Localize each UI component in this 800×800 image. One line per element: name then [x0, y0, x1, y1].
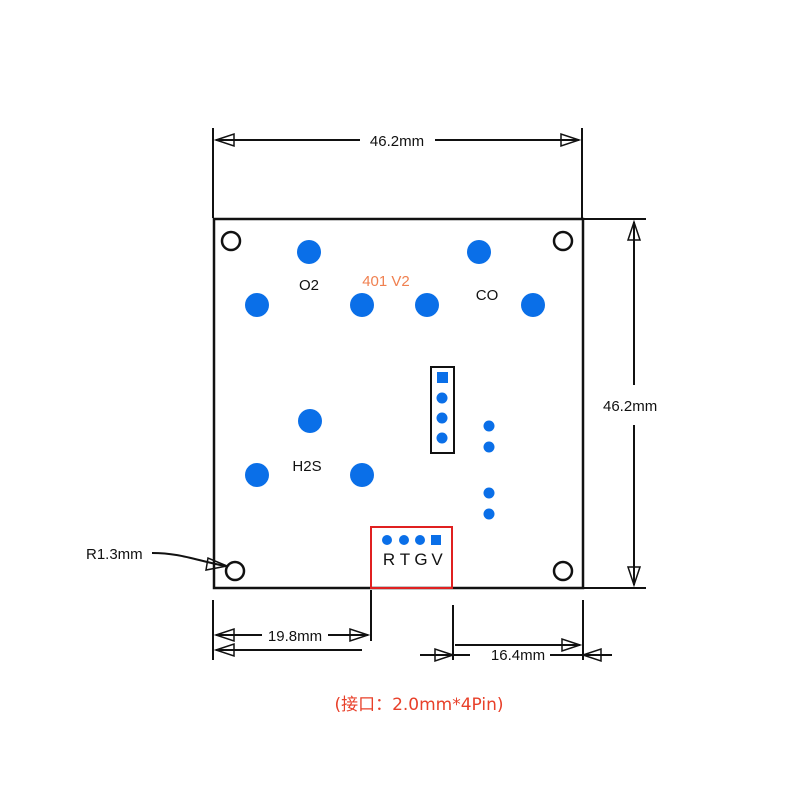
right-offset-arrow-right: [580, 647, 602, 663]
sensor-pads: [245, 240, 545, 487]
small-pad-3: [483, 487, 495, 499]
right-offset-upper-arrow: [561, 637, 583, 653]
interface-note: (接口：2.0mm*4Pin): [334, 695, 503, 715]
vertical-pin-header: [430, 366, 455, 454]
o2-pad-top: [297, 240, 321, 264]
mounting-hole-bottom-right: [552, 560, 574, 582]
radius-arrow: [205, 556, 230, 571]
connector-pin-g-label: G: [414, 550, 427, 569]
mounting-hole-top-right: [552, 230, 574, 252]
left-offset-arrow-left: [213, 627, 235, 643]
connector-pin-t-label: T: [400, 550, 410, 569]
right-offset-arrow-left: [434, 647, 456, 663]
pin-header-outline: [430, 366, 455, 454]
h2s-label: H2S: [292, 458, 321, 475]
left-offset-arrow-right: [349, 627, 371, 643]
top-dimension: 46.2mm: [212, 128, 583, 218]
connector-highlight-box: [370, 526, 453, 589]
pin-header-pad-3: [436, 412, 448, 424]
right-dim-arrow-top: [626, 219, 642, 241]
left-offset-baseline-arrow: [213, 642, 235, 658]
top-dim-arrow-left: [213, 132, 235, 148]
pin-header-pad-2: [436, 392, 448, 404]
left-offset-label: 19.8mm: [268, 628, 322, 645]
h2s-pad-left: [245, 463, 269, 487]
h2s-pad-top: [298, 409, 322, 433]
connector-pad-t: [399, 535, 409, 545]
right-dim-arrow-bottom: [626, 566, 642, 588]
right-dimension: 46.2mm: [584, 218, 657, 589]
small-pads: [483, 420, 495, 520]
mounting-hole-bottom-left: [224, 560, 246, 582]
right-offset-label: 16.4mm: [491, 647, 545, 664]
mounting-hole-top-left: [220, 230, 242, 252]
small-pad-2: [483, 441, 495, 453]
small-pad-1: [483, 420, 495, 432]
pin-header-square-pad: [437, 372, 448, 383]
co-pad-left: [415, 293, 439, 317]
small-pad-4: [483, 508, 495, 520]
right-offset-dimension: 16.4mm: [420, 600, 612, 664]
radius-callout: R1.3mm: [86, 546, 230, 571]
connector-pad-v: [431, 535, 441, 545]
right-dim-label: 46.2mm: [603, 398, 657, 415]
o2-pad-left: [245, 293, 269, 317]
left-offset-dimension: 19.8mm: [212, 590, 372, 660]
radius-leader-line: [151, 552, 226, 567]
connector-pin-r-label: R: [383, 550, 395, 569]
co-label: CO: [476, 287, 499, 304]
board-model-label: 401 V2: [362, 273, 410, 290]
connector-pad-g: [415, 535, 425, 545]
o2-pad-right: [350, 293, 374, 317]
top-dim-label: 46.2mm: [370, 133, 424, 150]
h2s-pad-right: [350, 463, 374, 487]
pin-header-pad-4: [436, 432, 448, 444]
connector-pad-r: [382, 535, 392, 545]
co-pad-right: [521, 293, 545, 317]
top-dim-arrow-right: [560, 132, 582, 148]
o2-label: O2: [299, 277, 319, 294]
co-pad-top: [467, 240, 491, 264]
connector-pin-v-label: V: [431, 550, 443, 569]
connector: R T G V: [370, 526, 453, 589]
radius-label: R1.3mm: [86, 546, 143, 563]
